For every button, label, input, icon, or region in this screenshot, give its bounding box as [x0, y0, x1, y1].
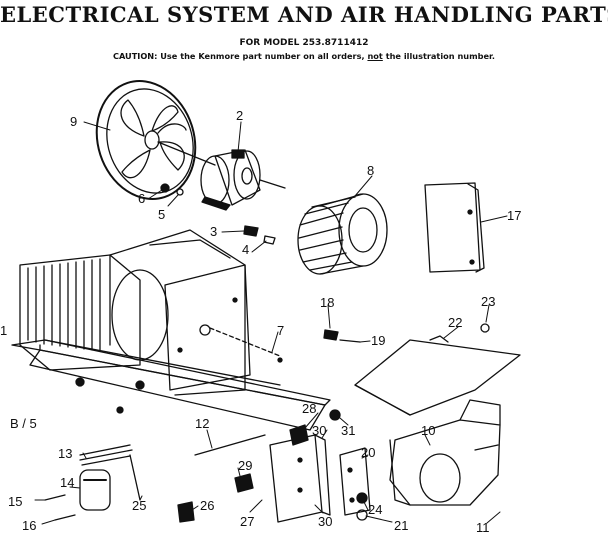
cord-clamp-part	[177, 501, 195, 523]
capacitor-strap-part	[194, 434, 266, 456]
callout-31: 31	[341, 423, 355, 438]
knob-part	[329, 409, 341, 421]
callout-12: 12	[195, 416, 209, 431]
callout-7: 7	[277, 323, 284, 338]
page-title: ELECTRICAL SYSTEM AND AIR HANDLING PARTS	[0, 2, 608, 27]
model-number: FOR MODEL 253.8711412	[239, 38, 369, 48]
caution-tail: the illustration number.	[385, 51, 496, 61]
callout-5: 5	[158, 207, 165, 222]
blower-wheel-part	[297, 193, 388, 275]
thermostat-part	[234, 473, 254, 493]
screw-part	[54, 514, 76, 521]
callout-3: 3	[210, 224, 217, 239]
screw-clip-part	[323, 329, 339, 341]
callout-29: 29	[238, 458, 252, 473]
callout-9: 9	[70, 114, 77, 129]
callout-6: 6	[138, 191, 145, 206]
callout-2: 2	[236, 108, 243, 123]
callout-19: 19	[371, 333, 385, 348]
caution-note: CAUTION: Use the Kenmore part number on …	[0, 51, 608, 61]
callout-17: 17	[507, 208, 521, 223]
callout-23: 23	[481, 294, 495, 309]
callout-14: 14	[60, 475, 74, 490]
callout-27: 27	[240, 514, 254, 529]
blower-housing-part	[389, 399, 501, 506]
callout-13: 13	[58, 446, 72, 461]
caution-emphasis: not	[367, 51, 383, 61]
base-pan-part	[11, 229, 331, 431]
shaft	[157, 141, 216, 166]
callout-30: 30	[318, 514, 332, 529]
callout-8: 8	[367, 163, 374, 178]
capacitor-part	[79, 469, 111, 511]
callout-25: 25	[132, 498, 146, 513]
washer-part	[176, 188, 184, 196]
callout-21: 21	[394, 518, 408, 533]
clip-part	[263, 235, 276, 245]
corner-label: B / 5	[10, 416, 37, 431]
clamp-part	[243, 225, 259, 237]
callout-18: 18	[320, 295, 334, 310]
callout-26: 26	[200, 498, 214, 513]
callout-15: 15	[8, 494, 22, 509]
control-cover-part	[354, 323, 521, 416]
callout-30: 30	[312, 423, 326, 438]
selector-switch-part	[289, 424, 309, 446]
control-panel-part	[269, 434, 331, 523]
callout-4: 4	[242, 242, 249, 257]
callout-20: 20	[361, 445, 375, 460]
bracket-part	[339, 447, 371, 516]
screw-part	[44, 494, 66, 501]
callout-16: 16	[22, 518, 36, 533]
fan-blade-part	[95, 80, 197, 200]
callout-22: 22	[448, 315, 462, 330]
caution-text: CAUTION: Use the Kenmore part number on …	[112, 51, 365, 61]
side-panel-part	[424, 182, 485, 273]
callout-24: 24	[368, 502, 382, 517]
callout-10: 10	[421, 423, 435, 438]
washer-part	[356, 509, 368, 521]
screw-part	[339, 339, 361, 343]
nut-part	[160, 183, 170, 193]
callout-1: 1	[0, 323, 7, 338]
power-cord-part	[129, 454, 141, 501]
nut-part	[356, 492, 368, 504]
fan-motor-part	[200, 149, 286, 211]
callout-28: 28	[302, 401, 316, 416]
callout-11: 11	[476, 520, 490, 535]
wire-harness-part	[79, 444, 133, 466]
